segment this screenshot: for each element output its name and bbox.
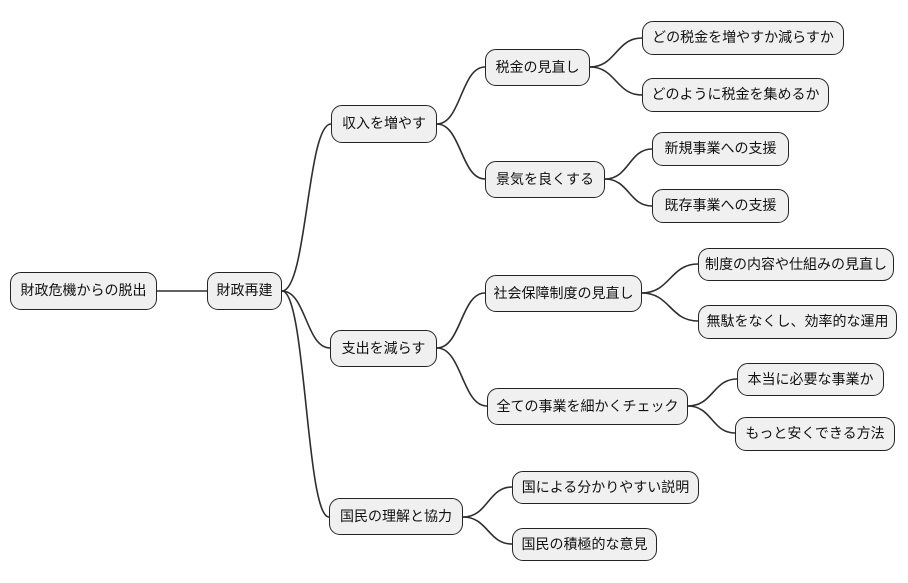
edge-tax-review-how-collect — [589, 66, 643, 96]
edge-reduce-spending-social-security — [436, 292, 486, 349]
node-cheaper-methods[interactable]: もっと安くできる方法 — [735, 417, 895, 451]
node-truly-necessary-project[interactable]: 本当に必要な事業か — [737, 363, 884, 396]
edge-improve-economy-existing-business — [604, 178, 653, 207]
edge-reconstruction-public-understanding — [281, 290, 330, 518]
node-eliminate-waste-efficient-operation[interactable]: 無駄をなくし、効率的な運用 — [698, 305, 897, 339]
edge-social-security-system-review — [641, 263, 699, 294]
node-tax-review[interactable]: 税金の見直し — [485, 49, 590, 86]
edge-improve-economy-new-business — [604, 148, 653, 180]
edge-check-all-truly-needed — [687, 378, 738, 407]
node-reduce-spending[interactable]: 支出を減らす — [330, 330, 437, 367]
node-how-to-collect-taxes[interactable]: どのように税金を集めるか — [642, 78, 829, 112]
edge-reduce-spending-check-all — [436, 347, 488, 407]
edge-check-all-cheaper — [687, 405, 736, 434]
node-public-understanding-cooperation[interactable]: 国民の理解と協力 — [329, 498, 463, 535]
node-fiscal-reconstruction[interactable]: 財政再建 — [207, 272, 282, 310]
node-government-clear-explanation[interactable]: 国による分かりやすい説明 — [512, 471, 699, 504]
node-increase-income[interactable]: 収入を増やす — [331, 105, 437, 143]
edge-increase-income-tax-review — [436, 66, 486, 125]
node-support-existing-business[interactable]: 既存事業への支援 — [652, 189, 789, 223]
node-root-escape-fiscal-crisis[interactable]: 財政危機からの脱出 — [10, 272, 157, 310]
node-public-active-opinion[interactable]: 国民の積極的な意見 — [512, 528, 657, 561]
edge-public-understanding-public-opinion — [462, 516, 513, 545]
node-social-security-review[interactable]: 社会保障制度の見直し — [485, 275, 642, 312]
edge-social-security-waste — [641, 292, 699, 322]
edge-reconstruction-increase-income — [281, 123, 332, 292]
edge-increase-income-improve-economy — [436, 123, 486, 180]
node-check-all-projects[interactable]: 全ての事業を細かくチェック — [487, 388, 688, 425]
node-improve-economy[interactable]: 景気を良くする — [485, 161, 605, 198]
edge-tax-review-which-taxes — [589, 37, 643, 68]
edge-reconstruction-reduce-spending — [281, 290, 331, 349]
node-system-content-review[interactable]: 制度の内容や仕組みの見直し — [698, 248, 894, 281]
node-which-taxes-raise-or-lower[interactable]: どの税金を増やすか減らすか — [642, 21, 844, 55]
node-support-new-business[interactable]: 新規事業への支援 — [652, 132, 789, 166]
edge-public-understanding-clear-explanation — [462, 486, 513, 518]
